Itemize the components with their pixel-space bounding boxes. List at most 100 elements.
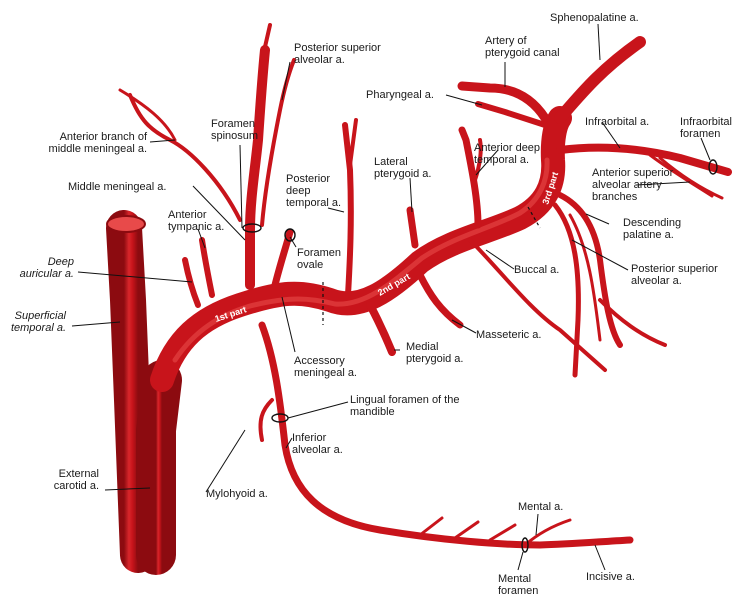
- buccal-artery: [470, 240, 605, 370]
- label-line: alveolar a.: [294, 54, 345, 66]
- label-line: Mental: [498, 573, 531, 585]
- label-line: Pharyngeal a.: [366, 89, 434, 101]
- label-anterior-branch-middle-meningeal: Anterior branch ofmiddle meningeal a.: [49, 131, 148, 155]
- label-line: Superficial: [15, 310, 67, 322]
- label-middle-meningeal: Middle meningeal a.: [68, 181, 166, 193]
- label-buccal: Buccal a.: [514, 264, 559, 276]
- label-line: External: [59, 468, 99, 480]
- posterior-superior-alveolar-right: [555, 205, 578, 375]
- label-line: tympanic a.: [168, 221, 224, 233]
- label-line: Anterior deep: [474, 142, 540, 154]
- label-line: foramen: [498, 585, 538, 597]
- label-line: Masseteric a.: [476, 329, 541, 341]
- label-line: alveolar artery: [592, 179, 662, 191]
- label-line: ovale: [297, 259, 323, 271]
- label-line: Anterior: [168, 209, 207, 221]
- middle-meningeal-artery: [250, 50, 265, 285]
- label-line: Lingual foramen of the: [350, 394, 459, 406]
- label-line: Posterior superior: [294, 42, 381, 54]
- label-line: Mylohyoid a.: [206, 488, 268, 500]
- label-line: Foramen: [211, 118, 255, 130]
- external-carotid-trunk: [156, 380, 162, 555]
- inferior-alveolar-dental-branch-3: [490, 525, 515, 540]
- label-line: palatine a.: [623, 229, 674, 241]
- label-line: Accessory: [294, 355, 345, 367]
- label-line: Buccal a.: [514, 264, 559, 276]
- label-line: foramen: [680, 128, 720, 140]
- medial-pterygoid-artery: [370, 305, 392, 352]
- label-line: Middle meningeal a.: [68, 181, 166, 193]
- inferior-alveolar-dental-branch-1: [420, 518, 442, 535]
- label-line: Posterior: [286, 173, 330, 185]
- label-line: Infraorbital: [680, 116, 732, 128]
- label-incisive: Incisive a.: [586, 571, 635, 583]
- label-line: middle meningeal a.: [49, 143, 147, 155]
- label-medial-pterygoid: Medialpterygoid a.: [406, 341, 463, 365]
- label-line: temporal a.: [11, 322, 66, 334]
- label-inferior-alveolar: Inferioralveolar a.: [292, 432, 343, 456]
- deep-auricular-artery: [185, 260, 198, 305]
- label-infraorbital: Infraorbital a.: [585, 116, 649, 128]
- label-line: Medial: [406, 341, 438, 353]
- label-line: Anterior branch of: [60, 131, 148, 143]
- label-line: Foramen: [297, 247, 341, 259]
- label-line: alveolar a.: [292, 444, 343, 456]
- masseteric-artery: [420, 275, 460, 325]
- inferior-alveolar-dental-branch-2: [455, 522, 478, 538]
- label-pharyngeal: Pharyngeal a.: [366, 89, 434, 101]
- label-line: Descending: [623, 217, 681, 229]
- label-line: carotid a.: [54, 480, 99, 492]
- label-line: Infraorbital a.: [585, 116, 649, 128]
- label-line: Incisive a.: [586, 571, 635, 583]
- label-accessory-meningeal: Accessorymeningeal a.: [294, 355, 357, 379]
- label-artery-pterygoid-canal: Artery ofpterygoid canal: [485, 35, 560, 59]
- label-line: mandible: [350, 406, 395, 418]
- label-line: pterygoid a.: [406, 353, 463, 365]
- label-line: meningeal a.: [294, 367, 357, 379]
- label-line: temporal a.: [474, 154, 529, 166]
- label-line: Sphenopalatine a.: [550, 12, 639, 24]
- label-line: Lateral: [374, 156, 408, 168]
- label-line: auricular a.: [20, 268, 74, 280]
- mylohyoid-artery: [260, 400, 272, 440]
- label-mylohyoid: Mylohyoid a.: [206, 488, 268, 500]
- label-line: temporal a.: [286, 197, 341, 209]
- label-sphenopalatine: Sphenopalatine a.: [550, 12, 639, 24]
- label-mental-artery: Mental a.: [518, 501, 563, 513]
- label-line: Artery of: [485, 35, 528, 47]
- label-masseteric: Masseteric a.: [476, 329, 541, 341]
- vessel-group: [107, 25, 728, 555]
- superficial-temporal-opening: [107, 216, 145, 232]
- label-line: Anterior superior: [592, 167, 674, 179]
- label-line: Inferior: [292, 432, 327, 444]
- anterior-tympanic-artery: [202, 240, 212, 295]
- label-line: pterygoid a.: [374, 168, 431, 180]
- anterior-branch-middle-meningeal: [130, 95, 240, 220]
- posterior-deep-temporal-branch: [350, 120, 356, 165]
- label-line: pterygoid canal: [485, 47, 560, 59]
- label-line: Deep: [48, 256, 74, 268]
- label-line: Posterior superior: [631, 263, 718, 275]
- label-line: spinosum: [211, 130, 258, 142]
- label-line: deep: [286, 185, 310, 197]
- label-line: Mental a.: [518, 501, 563, 513]
- lateral-pterygoid-artery: [410, 210, 415, 245]
